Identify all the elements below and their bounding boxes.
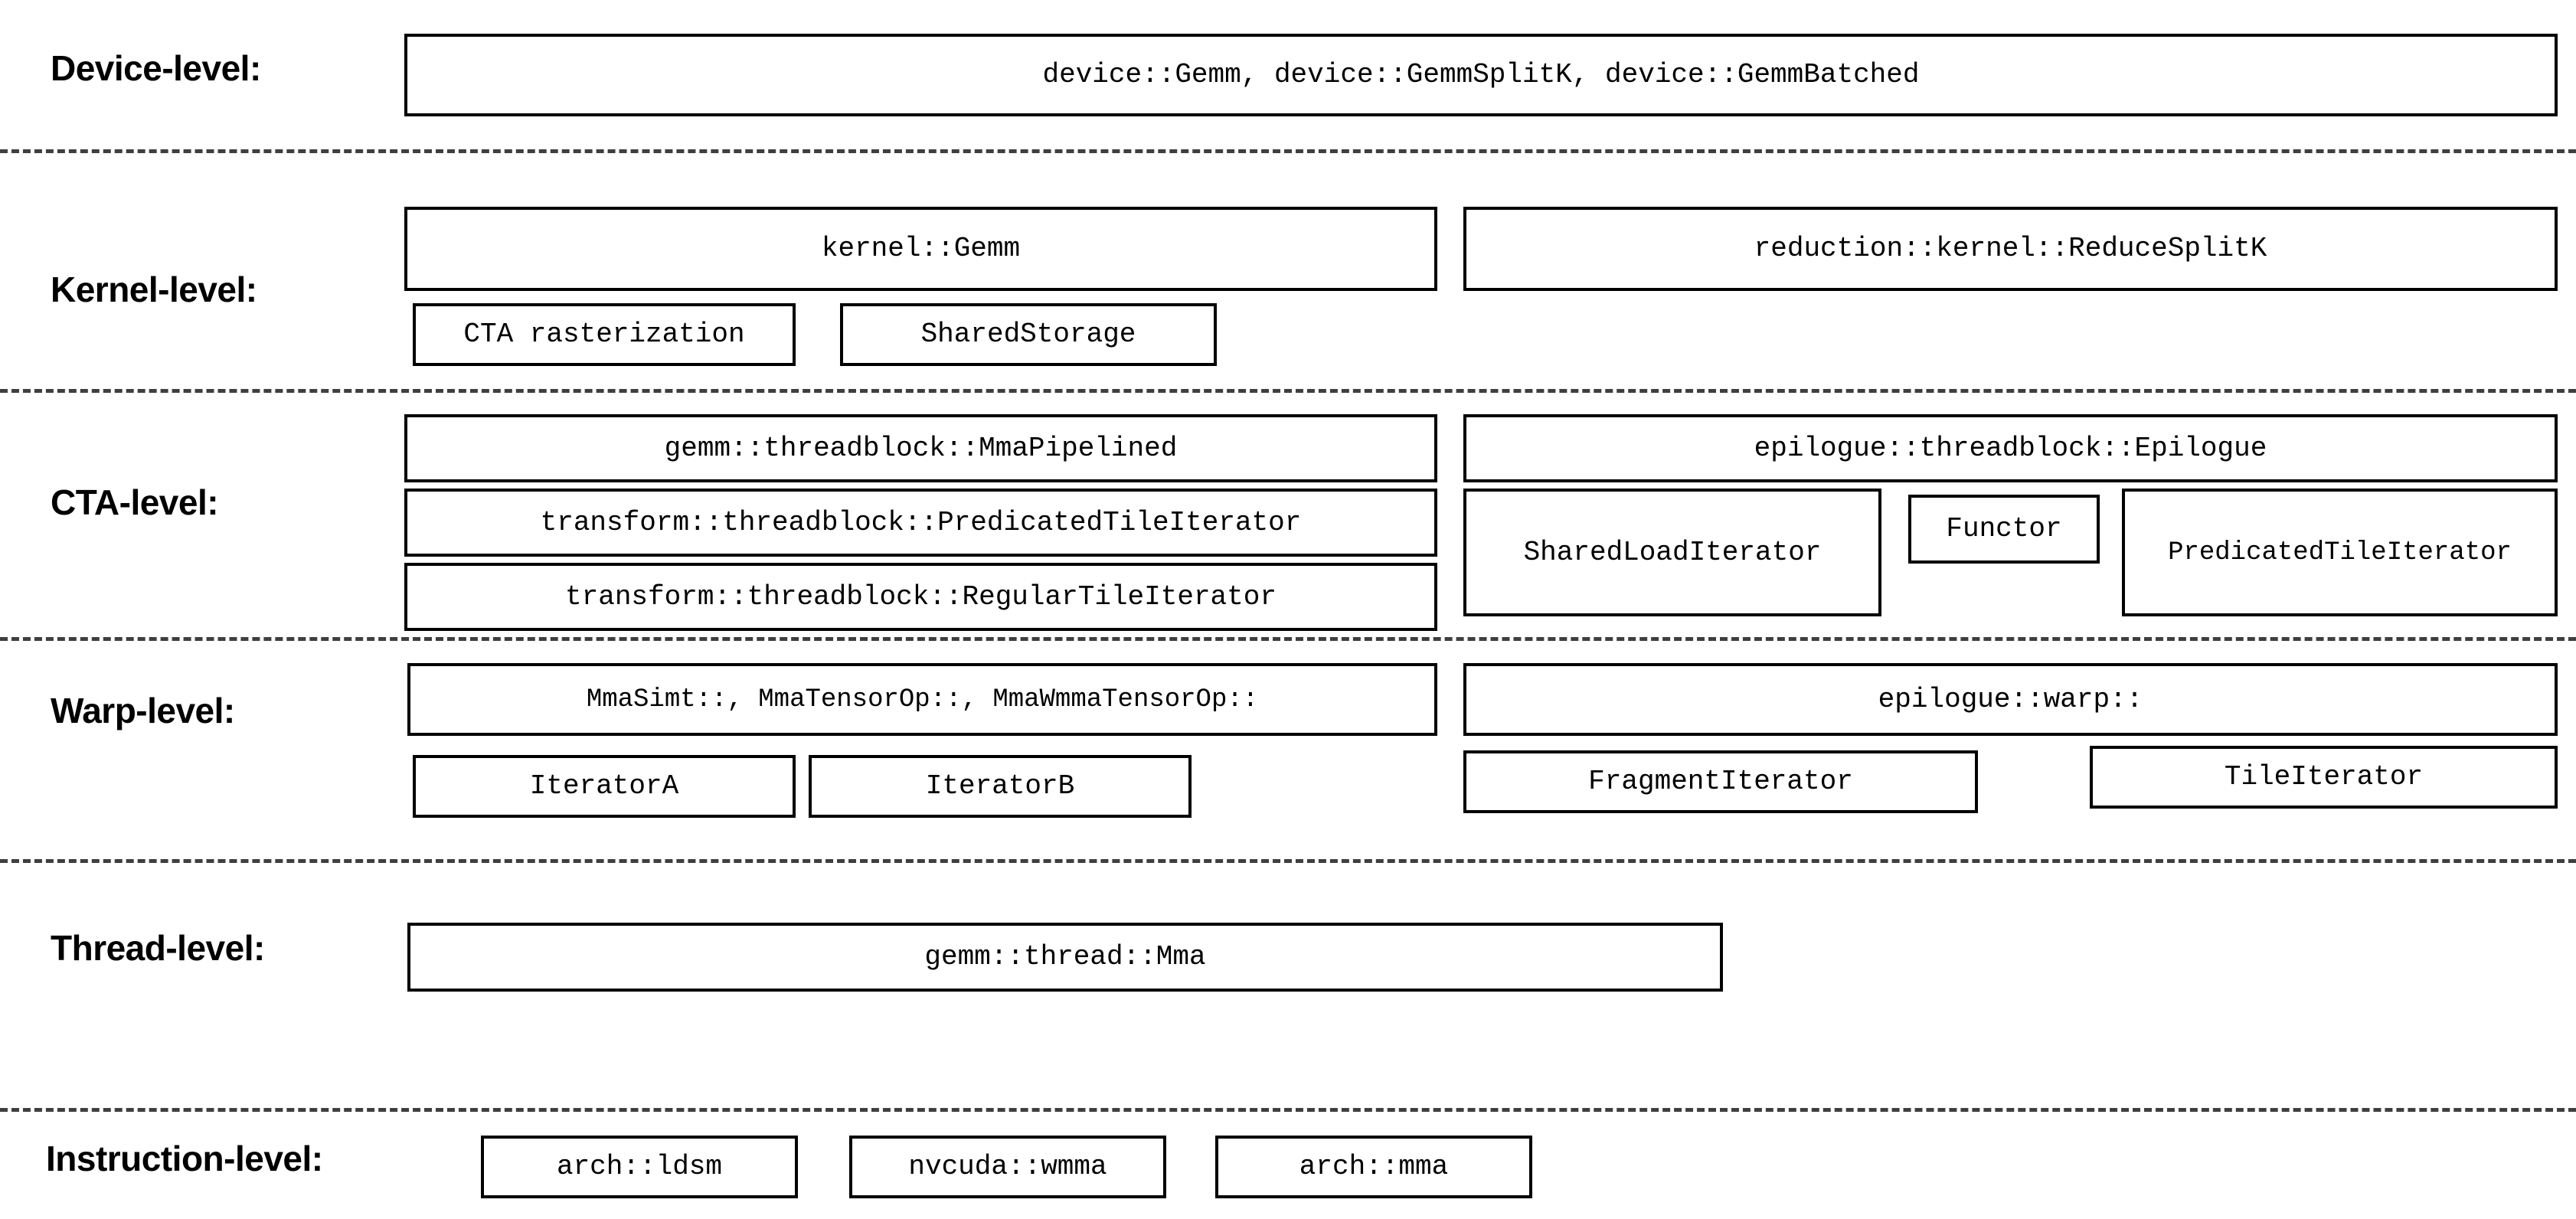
box-reduction-kernel-reducesplitk[interactable]: reduction::kernel::ReduceSplitK [1463, 207, 2558, 291]
box-tileiterator[interactable]: TileIterator [2090, 746, 2558, 809]
box-label: device::Gemm, device::GemmSplitK, device… [1042, 59, 1920, 90]
box-warp-mma-ops[interactable]: MmaSimt::, MmaTensorOp::, MmaWmmaTensorO… [407, 663, 1437, 736]
box-label: SharedLoadIterator [1523, 536, 1822, 568]
box-transform-threadblock-regulartileiterator[interactable]: transform::threadblock::RegularTileItera… [404, 563, 1437, 631]
box-arch-mma[interactable]: arch::mma [1215, 1136, 1532, 1198]
box-label: PredicatedTileIterator [2168, 538, 2512, 567]
box-label: transform::threadblock::PredicatedTileIt… [540, 506, 1302, 538]
box-label: epilogue::threadblock::Epilogue [1754, 432, 2267, 464]
box-fragmentiterator[interactable]: FragmentIterator [1463, 750, 1978, 813]
separator-1 [0, 149, 2576, 153]
box-label: CTA rasterization [463, 319, 745, 350]
box-sharedstorage[interactable]: SharedStorage [840, 303, 1217, 366]
separator-2 [0, 389, 2576, 393]
box-sharedloaditerator[interactable]: SharedLoadIterator [1463, 489, 1881, 616]
box-label: FragmentIterator [1588, 766, 1853, 797]
box-label: SharedStorage [920, 319, 1136, 350]
box-epilogue-predicatedtileiterator[interactable]: PredicatedTileIterator [2122, 489, 2558, 616]
box-iterator-a[interactable]: IteratorA [413, 755, 796, 818]
box-label: epilogue::warp:: [1878, 683, 2143, 715]
level-label-cta: CTA-level: [51, 482, 219, 522]
level-label-device: Device-level: [51, 48, 261, 88]
level-label-warp: Warp-level: [51, 691, 235, 730]
level-label-instruction: Instruction-level: [46, 1139, 323, 1178]
separator-4 [0, 859, 2576, 863]
box-device-gemm[interactable]: device::Gemm, device::GemmSplitK, device… [404, 34, 2558, 116]
box-label: TileIterator [2224, 761, 2424, 793]
box-label: reduction::kernel::ReduceSplitK [1754, 233, 2267, 264]
separator-3 [0, 637, 2576, 641]
box-label: transform::threadblock::RegularTileItera… [565, 580, 1277, 613]
box-label: MmaSimt::, MmaTensorOp::, MmaWmmaTensorO… [586, 685, 1259, 714]
box-arch-ldsm[interactable]: arch::ldsm [481, 1136, 798, 1198]
level-label-thread: Thread-level: [51, 928, 265, 968]
box-gemm-threadblock-mmapipelined[interactable]: gemm::threadblock::MmaPipelined [404, 414, 1437, 482]
box-label: Functor [1946, 513, 2062, 544]
box-cta-rasterization[interactable]: CTA rasterization [413, 303, 796, 366]
level-label-kernel: Kernel-level: [51, 270, 257, 309]
box-label: nvcuda::wmma [908, 1151, 1107, 1182]
box-functor[interactable]: Functor [1908, 495, 2100, 564]
box-label: arch::mma [1299, 1151, 1449, 1182]
box-label: IteratorA [529, 770, 679, 802]
box-label: gemm::threadblock::MmaPipelined [664, 432, 1178, 464]
box-nvcuda-wmma[interactable]: nvcuda::wmma [849, 1136, 1166, 1198]
box-label: IteratorB [925, 770, 1075, 802]
box-epilogue-threadblock-epilogue[interactable]: epilogue::threadblock::Epilogue [1463, 414, 2558, 482]
box-transform-threadblock-predicatedtileiterator[interactable]: transform::threadblock::PredicatedTileIt… [404, 489, 1437, 557]
box-label: gemm::thread::Mma [924, 941, 1206, 972]
separator-5 [0, 1108, 2576, 1112]
box-label: arch::ldsm [556, 1151, 723, 1182]
box-kernel-gemm[interactable]: kernel::Gemm [404, 207, 1437, 291]
box-gemm-thread-mma[interactable]: gemm::thread::Mma [407, 923, 1723, 992]
box-epilogue-warp[interactable]: epilogue::warp:: [1463, 663, 2558, 736]
box-label: kernel::Gemm [821, 233, 1021, 264]
box-iterator-b[interactable]: IteratorB [809, 755, 1192, 818]
